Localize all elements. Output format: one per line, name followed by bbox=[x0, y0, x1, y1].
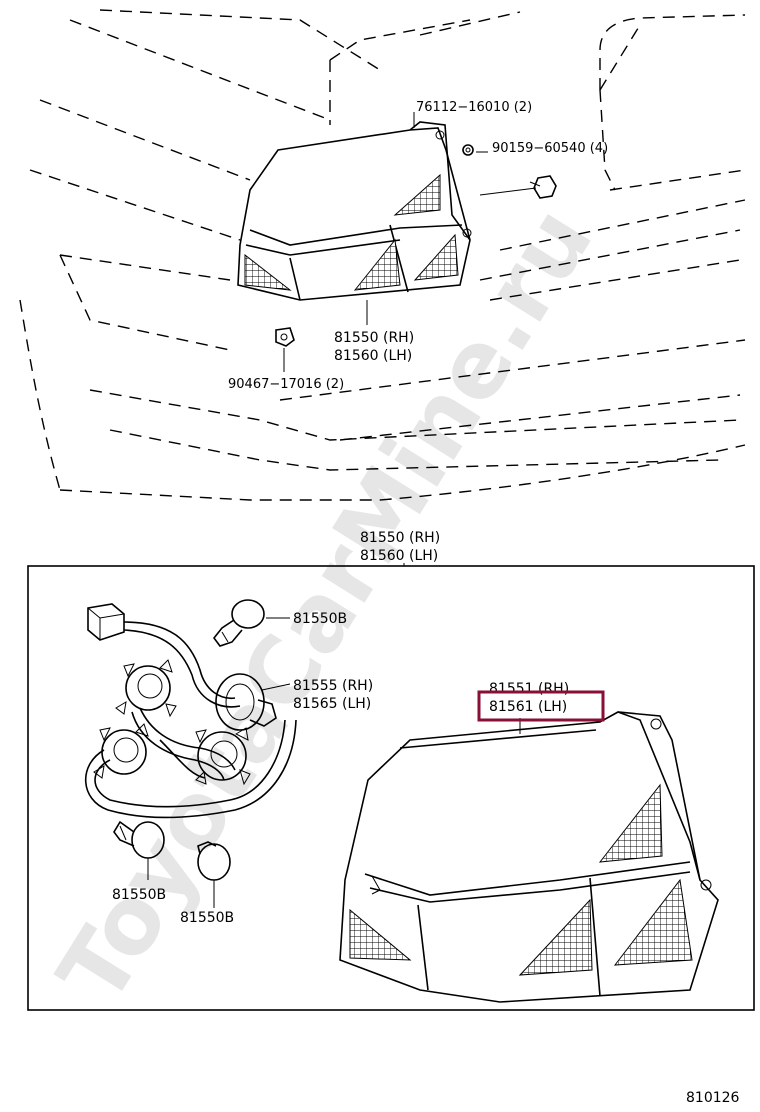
callout-socket-81565-lh: 81565 (LH) bbox=[293, 696, 371, 712]
exploded-view-frame bbox=[27, 565, 755, 1011]
callout-nut-90467: 90467−17016 (2) bbox=[228, 377, 344, 392]
nut-fastener-icon bbox=[275, 327, 295, 347]
callout-lens-81561-lh: 81561 (LH) bbox=[489, 699, 567, 715]
grommet-socket-81555-icon bbox=[215, 673, 277, 731]
bulb-socket-right-icon bbox=[195, 727, 251, 786]
callout-screw-90159: 90159−60540 (4) bbox=[492, 141, 608, 156]
callout-assy-81560-lh: 81560 (LH) bbox=[360, 548, 438, 564]
callout-socket-81555-rh: 81555 (RH) bbox=[293, 678, 373, 694]
socket-wire-harness bbox=[84, 603, 297, 819]
callout-bulb-81550b-right: 81550B bbox=[180, 910, 234, 926]
callout-lamp-81560-lh-top: 81560 (LH) bbox=[334, 348, 412, 364]
screw-fastener-icon bbox=[529, 175, 557, 199]
bulb-socket-upper-icon bbox=[115, 659, 177, 718]
tail-lamp-top bbox=[237, 121, 472, 301]
bulb-81550b-top-icon bbox=[212, 599, 265, 647]
vehicle-body-outline bbox=[19, 9, 746, 501]
diagram-code: 810126 bbox=[686, 1090, 740, 1106]
callout-bulb-81550b-left: 81550B bbox=[112, 887, 166, 903]
callout-assy-81550-rh: 81550 (RH) bbox=[360, 530, 440, 546]
callout-lamp-81550-rh-top: 81550 (RH) bbox=[334, 330, 414, 346]
tail-lamp-lens-exploded bbox=[339, 711, 719, 1003]
bulb-socket-left-icon bbox=[93, 723, 149, 779]
clip-fastener-icon bbox=[462, 144, 474, 156]
callout-lens-81551-rh: 81551 (RH) bbox=[489, 681, 569, 697]
callout-bulb-81550b-top: 81550B bbox=[293, 611, 347, 627]
highlighted-part-frame bbox=[477, 690, 605, 722]
callout-clip-76112: 76112−16010 (2) bbox=[416, 100, 532, 115]
